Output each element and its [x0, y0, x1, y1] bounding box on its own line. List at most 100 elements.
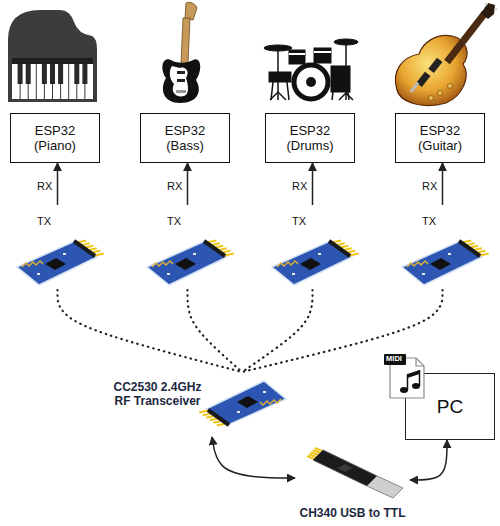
component — [167, 273, 170, 275]
midi-file-icon — [384, 354, 424, 398]
pin-header — [74, 241, 95, 256]
page-fold — [416, 358, 424, 366]
part-name: CC2530 2.4GHz RF Transceiver — [105, 380, 210, 408]
cymbal — [264, 45, 292, 51]
chip — [300, 258, 321, 270]
rf-module: TX — [400, 205, 485, 290]
tom-drum — [314, 48, 331, 63]
pickup — [177, 79, 185, 82]
floor-tom-leg — [332, 92, 333, 100]
pin-name: RX — [37, 180, 52, 193]
controller-box: ESP32 (Bass) — [140, 113, 230, 163]
snare-drum — [269, 72, 291, 82]
stand-leg — [339, 93, 346, 100]
module-picture — [13, 227, 103, 289]
pin-name: RX — [167, 180, 182, 193]
pcb — [206, 381, 286, 425]
piano-key-lines — [20, 64, 85, 99]
drum-kit-icon — [264, 39, 358, 100]
piano-icon — [8, 10, 97, 102]
rf-module: TX — [270, 205, 355, 290]
pin-header — [204, 241, 225, 256]
wireless-link — [58, 290, 243, 372]
pcb — [147, 241, 227, 285]
antenna — [407, 261, 428, 267]
pickup — [177, 71, 185, 74]
label-anchor: MIDI — [383, 353, 405, 364]
module-board — [17, 241, 104, 285]
rf-transceiver: CC2530 2.4GHz RF Transceiver — [95, 372, 290, 437]
pin-header — [329, 241, 350, 256]
pickup — [428, 58, 442, 73]
pc-box: PC — [405, 373, 495, 440]
guitar-body — [162, 59, 200, 103]
piano-keybed — [12, 58, 93, 64]
module-board — [272, 241, 359, 285]
signal-arrow — [212, 437, 295, 478]
module-picture — [143, 227, 233, 289]
headstock — [481, 3, 495, 19]
floor-tom — [331, 66, 350, 92]
signal-arrow — [312, 163, 314, 205]
antenna — [260, 399, 281, 405]
black-key — [18, 64, 23, 84]
bass-guitar-icon — [162, 2, 200, 103]
module-board — [147, 241, 234, 285]
file-tag — [384, 354, 406, 365]
box-label: ESP32 (Guitar) — [409, 123, 471, 153]
drum-stripe — [314, 51, 331, 53]
antenna — [152, 261, 173, 267]
module-picture — [398, 227, 488, 289]
bridge — [176, 90, 186, 93]
pin-name: TX — [422, 215, 436, 228]
usb-plug — [367, 476, 403, 498]
box-label: ESP32 (Bass) — [154, 123, 216, 153]
usb-picture — [303, 442, 408, 504]
pin-name: RX — [292, 180, 307, 193]
black-key — [42, 64, 47, 84]
module-picture — [268, 227, 358, 289]
piano-black-keys — [18, 64, 88, 84]
black-key — [82, 64, 87, 84]
header-pin — [199, 411, 208, 413]
file-type-tag: MIDI — [383, 353, 405, 364]
component — [448, 253, 451, 255]
usb-adapter: CH340 USB to TTL — [295, 440, 410, 522]
pcb — [272, 241, 352, 285]
pin-header — [459, 241, 480, 256]
wireless-link — [242, 290, 313, 372]
neck — [447, 13, 485, 62]
rf-module: TX — [15, 205, 100, 290]
key-line — [36, 64, 37, 99]
connectors — [58, 163, 448, 480]
knob — [448, 84, 453, 89]
antenna — [22, 261, 43, 267]
pin-name: TX — [167, 215, 181, 228]
box-label: ESP32 (Drums) — [279, 123, 341, 153]
snare-leg — [287, 82, 289, 100]
note-beam — [408, 370, 420, 378]
tuner — [484, 2, 487, 5]
knob — [429, 96, 434, 101]
cymbal — [334, 39, 358, 45]
module-board — [199, 381, 286, 425]
pin-name: TX — [292, 215, 306, 228]
knob — [438, 91, 443, 96]
component — [422, 273, 425, 275]
signal-arrow — [187, 163, 189, 205]
key-line — [68, 64, 69, 99]
tom-drum — [289, 50, 305, 64]
signal-arrow — [410, 440, 447, 480]
rf-module: TX — [145, 205, 230, 290]
box-label: ESP32 (Piano) — [24, 123, 86, 153]
neck — [181, 18, 190, 64]
black-key — [26, 64, 31, 84]
black-key — [74, 64, 79, 84]
label-anchor: RX — [167, 180, 182, 193]
chip — [337, 464, 353, 472]
chip — [45, 258, 66, 270]
header-pin — [480, 253, 489, 255]
